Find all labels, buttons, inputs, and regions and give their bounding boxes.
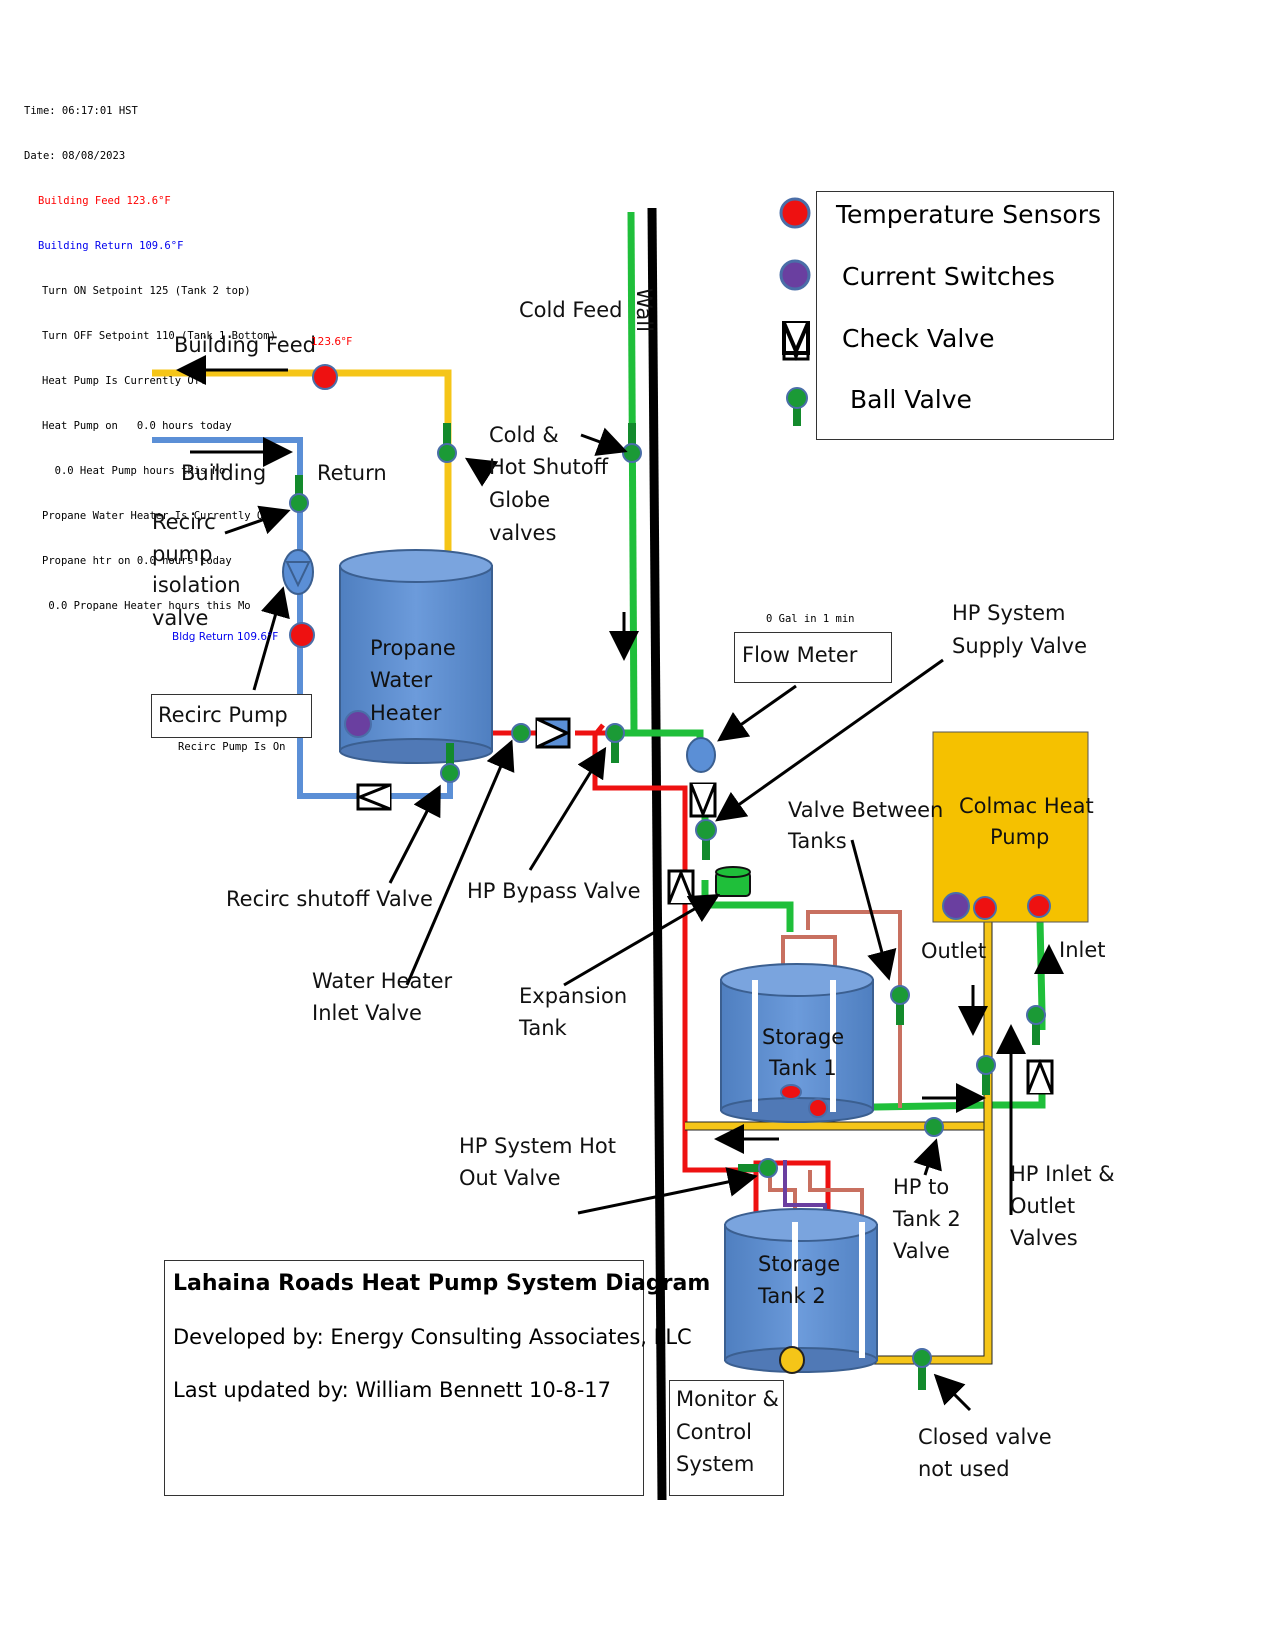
developed-by: Developed by: Energy Consulting Associat… <box>173 1325 692 1349</box>
label-building-feed: Building Feed <box>174 333 316 357</box>
expansion-tank-icon <box>715 866 751 897</box>
recirc-pump-icon <box>282 549 314 595</box>
status-time: Time: 06:17:01 HST <box>24 105 138 117</box>
legend-temp-sensors: Temperature Sensors <box>836 200 1102 229</box>
label-closed-valve-2: not used <box>918 1457 1010 1481</box>
storage-tank-2 <box>724 1208 878 1373</box>
label-shutoff-1: Cold & <box>489 423 559 447</box>
legend-current-switches: Current Switches <box>842 262 1055 291</box>
status-date: Date: 08/08/2023 <box>24 150 126 162</box>
label-hp-supply-2: Supply Valve <box>952 634 1088 658</box>
status-hp-today: Heat Pump on 0.0 hours today <box>42 420 232 432</box>
label-hp-hot-out-2: Out Valve <box>459 1166 561 1190</box>
label-tank1-1: Storage <box>762 1025 845 1049</box>
status-building-return: Building Return 109.6°F <box>38 240 184 252</box>
label-hp-inlet-outlet-3: Valves <box>1010 1226 1078 1250</box>
label-building: Building <box>181 461 267 485</box>
legend-ball-valve: Ball Valve <box>850 385 972 414</box>
label-monitor-3: System <box>676 1452 755 1476</box>
label-wall: Wall <box>632 288 656 332</box>
label-tank2-1: Storage <box>758 1252 841 1276</box>
label-hp-inlet-outlet-2: Outlet <box>1010 1194 1076 1218</box>
label-hp-inlet-outlet-1: HP Inlet & <box>1010 1162 1115 1186</box>
label-hp-tank2-3: Valve <box>893 1239 950 1263</box>
last-updated: Last updated by: William Bennett 10-8-17 <box>173 1378 612 1402</box>
label-recirc-shutoff: Recirc shutoff Valve <box>226 887 433 911</box>
label-flow-meter: Flow Meter <box>742 643 858 667</box>
label-return: Return <box>317 461 387 485</box>
label-monitor-2: Control <box>676 1420 752 1444</box>
label-shutoff-3: Globe <box>489 488 551 512</box>
status-panel: Time: 06:17:01 HST Date: 08/08/2023 Buil… <box>24 74 276 629</box>
label-recirc-pump: Recirc Pump <box>158 703 288 727</box>
label-closed-valve-1: Closed valve <box>918 1425 1052 1449</box>
ball-valve-icons <box>289 423 1046 1390</box>
label-hp-tank2-1: HP to <box>893 1175 950 1199</box>
label-wh-inlet-2: Inlet Valve <box>312 1001 422 1025</box>
monitor-box <box>669 1380 784 1496</box>
label-propane-1: Propane <box>370 636 456 660</box>
label-valve-between-2: Tanks <box>788 829 847 853</box>
colmac-heat-pump <box>932 731 1089 923</box>
flow-meter-icon <box>686 737 716 773</box>
status-hp-month: 0.0 Heat Pump hours this Mo <box>42 465 226 477</box>
label-recirc-iso-3: isolation <box>152 573 241 597</box>
building-feed-pipe <box>152 369 452 570</box>
label-expansion-2: Tank <box>519 1016 567 1040</box>
label-propane-3: Heater <box>370 701 442 725</box>
label-hp-supply-1: HP System <box>952 601 1066 625</box>
label-hp-bypass: HP Bypass Valve <box>467 879 641 903</box>
label-outlet: Outlet <box>921 939 987 963</box>
label-recirc-iso-1: Recirc <box>152 510 216 534</box>
tank2-yellow-fitting <box>779 1346 805 1374</box>
label-recirc-iso-4: valve <box>152 606 209 630</box>
label-monitor-1: Monitor & <box>676 1387 779 1411</box>
label-hp-hot-out-1: HP System Hot <box>459 1134 616 1158</box>
temperature-sensor-icons <box>289 364 1051 1118</box>
wall-line <box>647 207 667 1501</box>
label-recirc-iso-2: pump <box>152 542 213 566</box>
label-propane-2: Water <box>370 668 433 692</box>
status-hp-state: Heat Pump Is Currently Off <box>42 375 207 387</box>
label-colmac-2: Pump <box>990 825 1050 849</box>
label-shutoff-2: Hot Shutoff <box>489 455 609 479</box>
legend-check-valve: Check Valve <box>842 324 995 353</box>
legend-icons <box>779 197 811 426</box>
flow-meter-box <box>734 632 892 683</box>
label-tank2-2: Tank 2 <box>758 1284 826 1308</box>
status-turn-on: Turn ON Setpoint 125 (Tank 2 top) <box>42 285 251 297</box>
label-feed-temp: 123.6°F <box>311 336 353 348</box>
label-valve-between-1: Valve Between <box>788 798 944 822</box>
label-recirc-pump-status: Recirc Pump Is On <box>178 741 286 753</box>
diagram-title: Lahaina Roads Heat Pump System Diagram <box>173 1271 711 1296</box>
label-inlet: Inlet <box>1059 938 1106 962</box>
status-propane-today: Propane htr on 0.0 hours today <box>42 555 232 567</box>
label-cold-feed: Cold Feed <box>519 298 623 322</box>
status-turn-off: Turn OFF Setpoint 110 (Tank 1 Bottom) <box>42 330 276 342</box>
label-expansion-1: Expansion <box>519 984 628 1008</box>
label-flow-reading: 0 Gal in 1 min <box>766 613 855 625</box>
title-box: Lahaina Roads Heat Pump System Diagram D… <box>164 1260 710 1496</box>
current-switch-icons <box>344 710 970 920</box>
label-colmac-1: Colmac Heat <box>959 794 1094 818</box>
label-wh-inlet-1: Water Heater <box>312 969 453 993</box>
label-bldg-return-temp: Bldg Return 109.6°F <box>172 631 279 643</box>
recirc-pump-box <box>151 694 312 738</box>
legend-box <box>816 191 1114 440</box>
annotation-arrows <box>176 355 1064 1412</box>
label-hp-tank2-2: Tank 2 <box>893 1207 961 1231</box>
label-tank1-2: Tank 1 <box>769 1056 837 1080</box>
status-building-feed: Building Feed 123.6°F <box>38 195 171 207</box>
status-propane-state: Propane Water Heater Is Currently Off <box>42 510 276 522</box>
label-shutoff-4: valves <box>489 521 557 545</box>
status-propane-month: 0.0 Propane Heater hours this Mo <box>42 600 251 612</box>
